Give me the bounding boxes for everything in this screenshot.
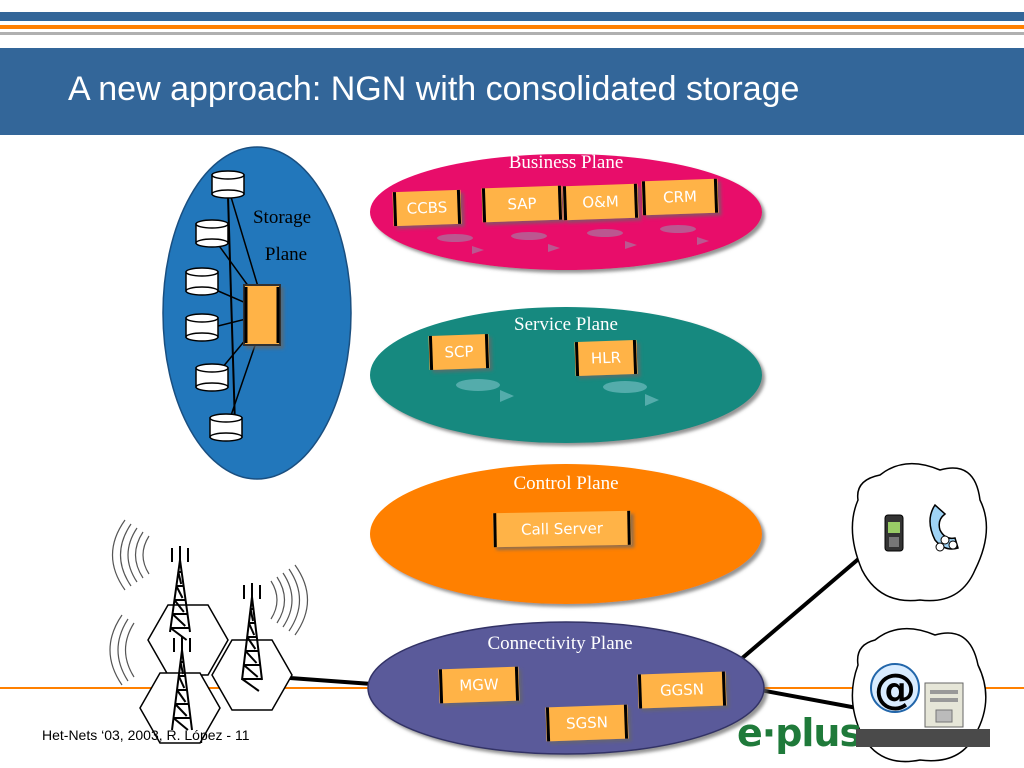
disk-icon: [211, 170, 245, 199]
business-box-label: SAP: [507, 194, 537, 213]
disk-icon: [209, 413, 243, 442]
connectivity-box-label: SGSN: [566, 713, 608, 732]
control-plane-label: Control Plane: [513, 473, 618, 494]
link-towers-connectivity: [289, 676, 373, 686]
connectivity-plane: Connectivity Plane MGW GGSN SGSN: [367, 621, 765, 755]
server-icon: [924, 682, 964, 728]
disk-icon: [185, 313, 219, 342]
footer-text: Het-Nets ‘03, 2003, R. López - 11: [42, 727, 250, 743]
control-plane: Control Plane Call Server: [370, 464, 762, 604]
storage-plane-label-1: Storage: [253, 207, 311, 228]
business-plane-label: Business Plane: [509, 152, 624, 173]
connectivity-box-ggsn: GGSN: [637, 671, 727, 709]
disk-icon: [195, 219, 229, 248]
service-box-hlr: HLR: [574, 339, 638, 377]
header-stripe-gray: [0, 32, 1024, 35]
internet-cloud: @: [851, 627, 987, 763]
radio-waves: [109, 519, 308, 686]
phone-cloud: [851, 462, 988, 602]
connectivity-box-label: GGSN: [660, 680, 705, 700]
cell-towers: [169, 546, 263, 731]
control-box-call-server: Call Server: [492, 510, 632, 548]
control-box-label: Call Server: [521, 519, 604, 538]
cell-tower-icon: [171, 636, 193, 731]
storage-plane: Storage Plane: [162, 146, 352, 480]
service-plane-label: Service Plane: [514, 314, 618, 335]
radio-cells: [139, 604, 293, 744]
connectivity-box-label: MGW: [459, 675, 499, 694]
disk-icon: [195, 363, 229, 392]
service-box-scp: SCP: [428, 333, 490, 371]
disk-icon: [185, 267, 219, 296]
connectivity-box-sgsn: SGSN: [545, 704, 629, 742]
business-box-crm: CRM: [641, 178, 719, 216]
eplus-logo: e·plus: [737, 711, 862, 755]
telephone-icon: [929, 503, 959, 552]
header-stripe-orange: [0, 25, 1024, 29]
business-box-sap: SAP: [481, 185, 563, 223]
title-bar: [0, 48, 1024, 135]
business-box-label: CCBS: [406, 198, 447, 217]
at-sign-glyph: @: [874, 664, 916, 713]
link-connectivity-phone-cloud: [738, 554, 864, 662]
business-box-label: O&M: [582, 192, 619, 211]
business-box-label: CRM: [663, 187, 697, 206]
connectivity-plane-label: Connectivity Plane: [487, 633, 632, 654]
header-stripe-blue: [0, 12, 1024, 21]
mobile-phone-icon: [884, 514, 904, 552]
business-box-ccbs: CCBS: [392, 189, 462, 227]
connectivity-box-mgw: MGW: [438, 666, 520, 704]
storage-plane-label-2: Plane: [265, 244, 307, 265]
service-box-label: SCP: [444, 342, 474, 361]
service-box-label: HLR: [591, 348, 622, 367]
business-box-o-m: O&M: [562, 183, 639, 221]
at-sign-icon: @: [870, 663, 920, 713]
cell-tower-icon: [241, 583, 263, 692]
slide-title: A new approach: NGN with consolidated st…: [68, 70, 800, 108]
storage-controller-icon: [243, 284, 281, 346]
service-plane: Service Plane SCP HLR: [370, 307, 762, 443]
cell-tower-icon: [169, 546, 191, 641]
business-plane: Business Plane CCBS SAP O&M CRM: [370, 152, 762, 270]
partner-logo: [856, 729, 990, 747]
link-connectivity-internet-cloud: [759, 688, 869, 712]
